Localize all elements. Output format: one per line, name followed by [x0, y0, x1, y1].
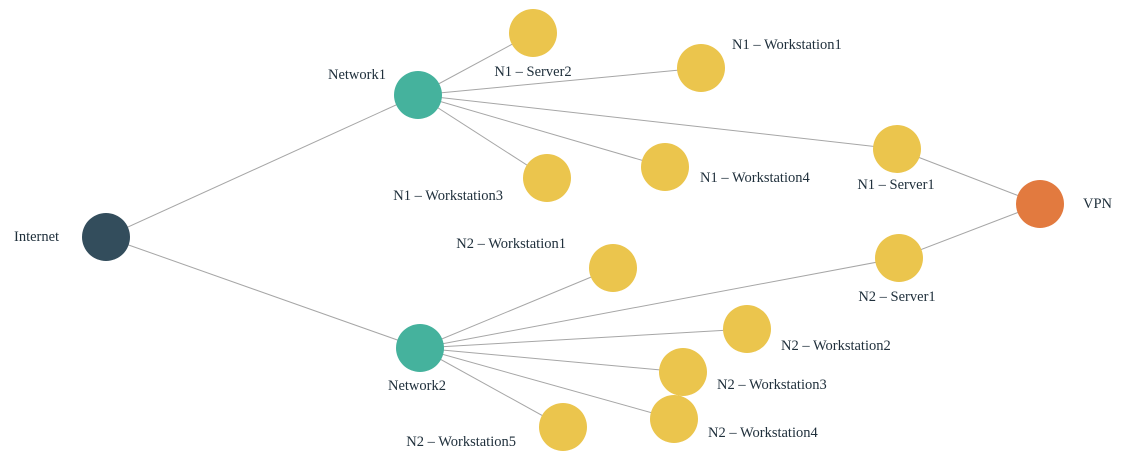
node-n2-workstation1[interactable]	[589, 244, 637, 292]
edge-n2-server1--vpn	[898, 203, 1041, 259]
node-network1[interactable]	[394, 71, 442, 119]
edge-network2--n2-workstation1	[419, 267, 614, 349]
edge-n1-server1--vpn	[896, 148, 1041, 205]
node-label-n1-server1: N1 – Server1	[857, 177, 934, 193]
edge-network1--n1-server1	[417, 94, 898, 150]
node-label-n2-workstation1: N2 – Workstation1	[456, 236, 566, 252]
node-label-network1: Network1	[328, 67, 386, 83]
node-label-network2: Network2	[388, 378, 446, 394]
node-label-n2-workstation4: N2 – Workstation4	[708, 425, 818, 441]
edge-network1--n1-workstation3	[417, 94, 548, 179]
node-internet[interactable]	[82, 213, 130, 261]
labels-layer: Internet Network1 N1 – Server2 N1 – Worksta…	[14, 37, 1113, 450]
node-n1-workstation4[interactable]	[641, 143, 689, 191]
node-vpn[interactable]	[1016, 180, 1064, 228]
node-n2-workstation2[interactable]	[723, 305, 771, 353]
edge-network2--n2-workstation4	[419, 347, 675, 420]
node-n1-server1[interactable]	[873, 125, 921, 173]
node-n2-workstation4[interactable]	[650, 395, 698, 443]
node-n2-workstation5[interactable]	[539, 403, 587, 451]
node-label-internet: Internet	[14, 229, 59, 245]
edge-internet--network2	[105, 236, 421, 349]
node-n1-workstation1[interactable]	[677, 44, 725, 92]
node-label-n2-workstation2: N2 – Workstation2	[781, 338, 891, 354]
nodes-layer	[82, 9, 1064, 451]
node-label-n2-server1: N2 – Server1	[858, 289, 935, 305]
node-label-vpn: VPN	[1083, 196, 1113, 212]
node-label-n2-workstation5: N2 – Workstation5	[406, 434, 516, 450]
edge-network2--n2-workstation2	[419, 328, 748, 349]
edge-internet--network1	[105, 94, 419, 238]
node-n1-workstation3[interactable]	[523, 154, 571, 202]
edge-network2--n2-workstation5	[419, 347, 564, 428]
edge-network1--n1-workstation1	[417, 67, 702, 96]
node-network2[interactable]	[396, 324, 444, 372]
node-n1-server2[interactable]	[509, 9, 557, 57]
node-label-n1-workstation4: N1 – Workstation4	[700, 170, 810, 186]
node-label-n1-server2: N1 – Server2	[494, 64, 571, 80]
node-label-n1-workstation3: N1 – Workstation3	[393, 188, 503, 204]
edges-layer	[105, 32, 1041, 428]
node-label-n2-workstation3: N2 – Workstation3	[717, 377, 827, 393]
node-label-n1-workstation1: N1 – Workstation1	[732, 37, 842, 53]
node-n2-server1[interactable]	[875, 234, 923, 282]
edge-network2--n2-server1	[419, 257, 900, 349]
edge-network1--n1-workstation4	[417, 94, 666, 168]
node-n2-workstation3[interactable]	[659, 348, 707, 396]
edge-network2--n2-workstation3	[419, 347, 684, 373]
